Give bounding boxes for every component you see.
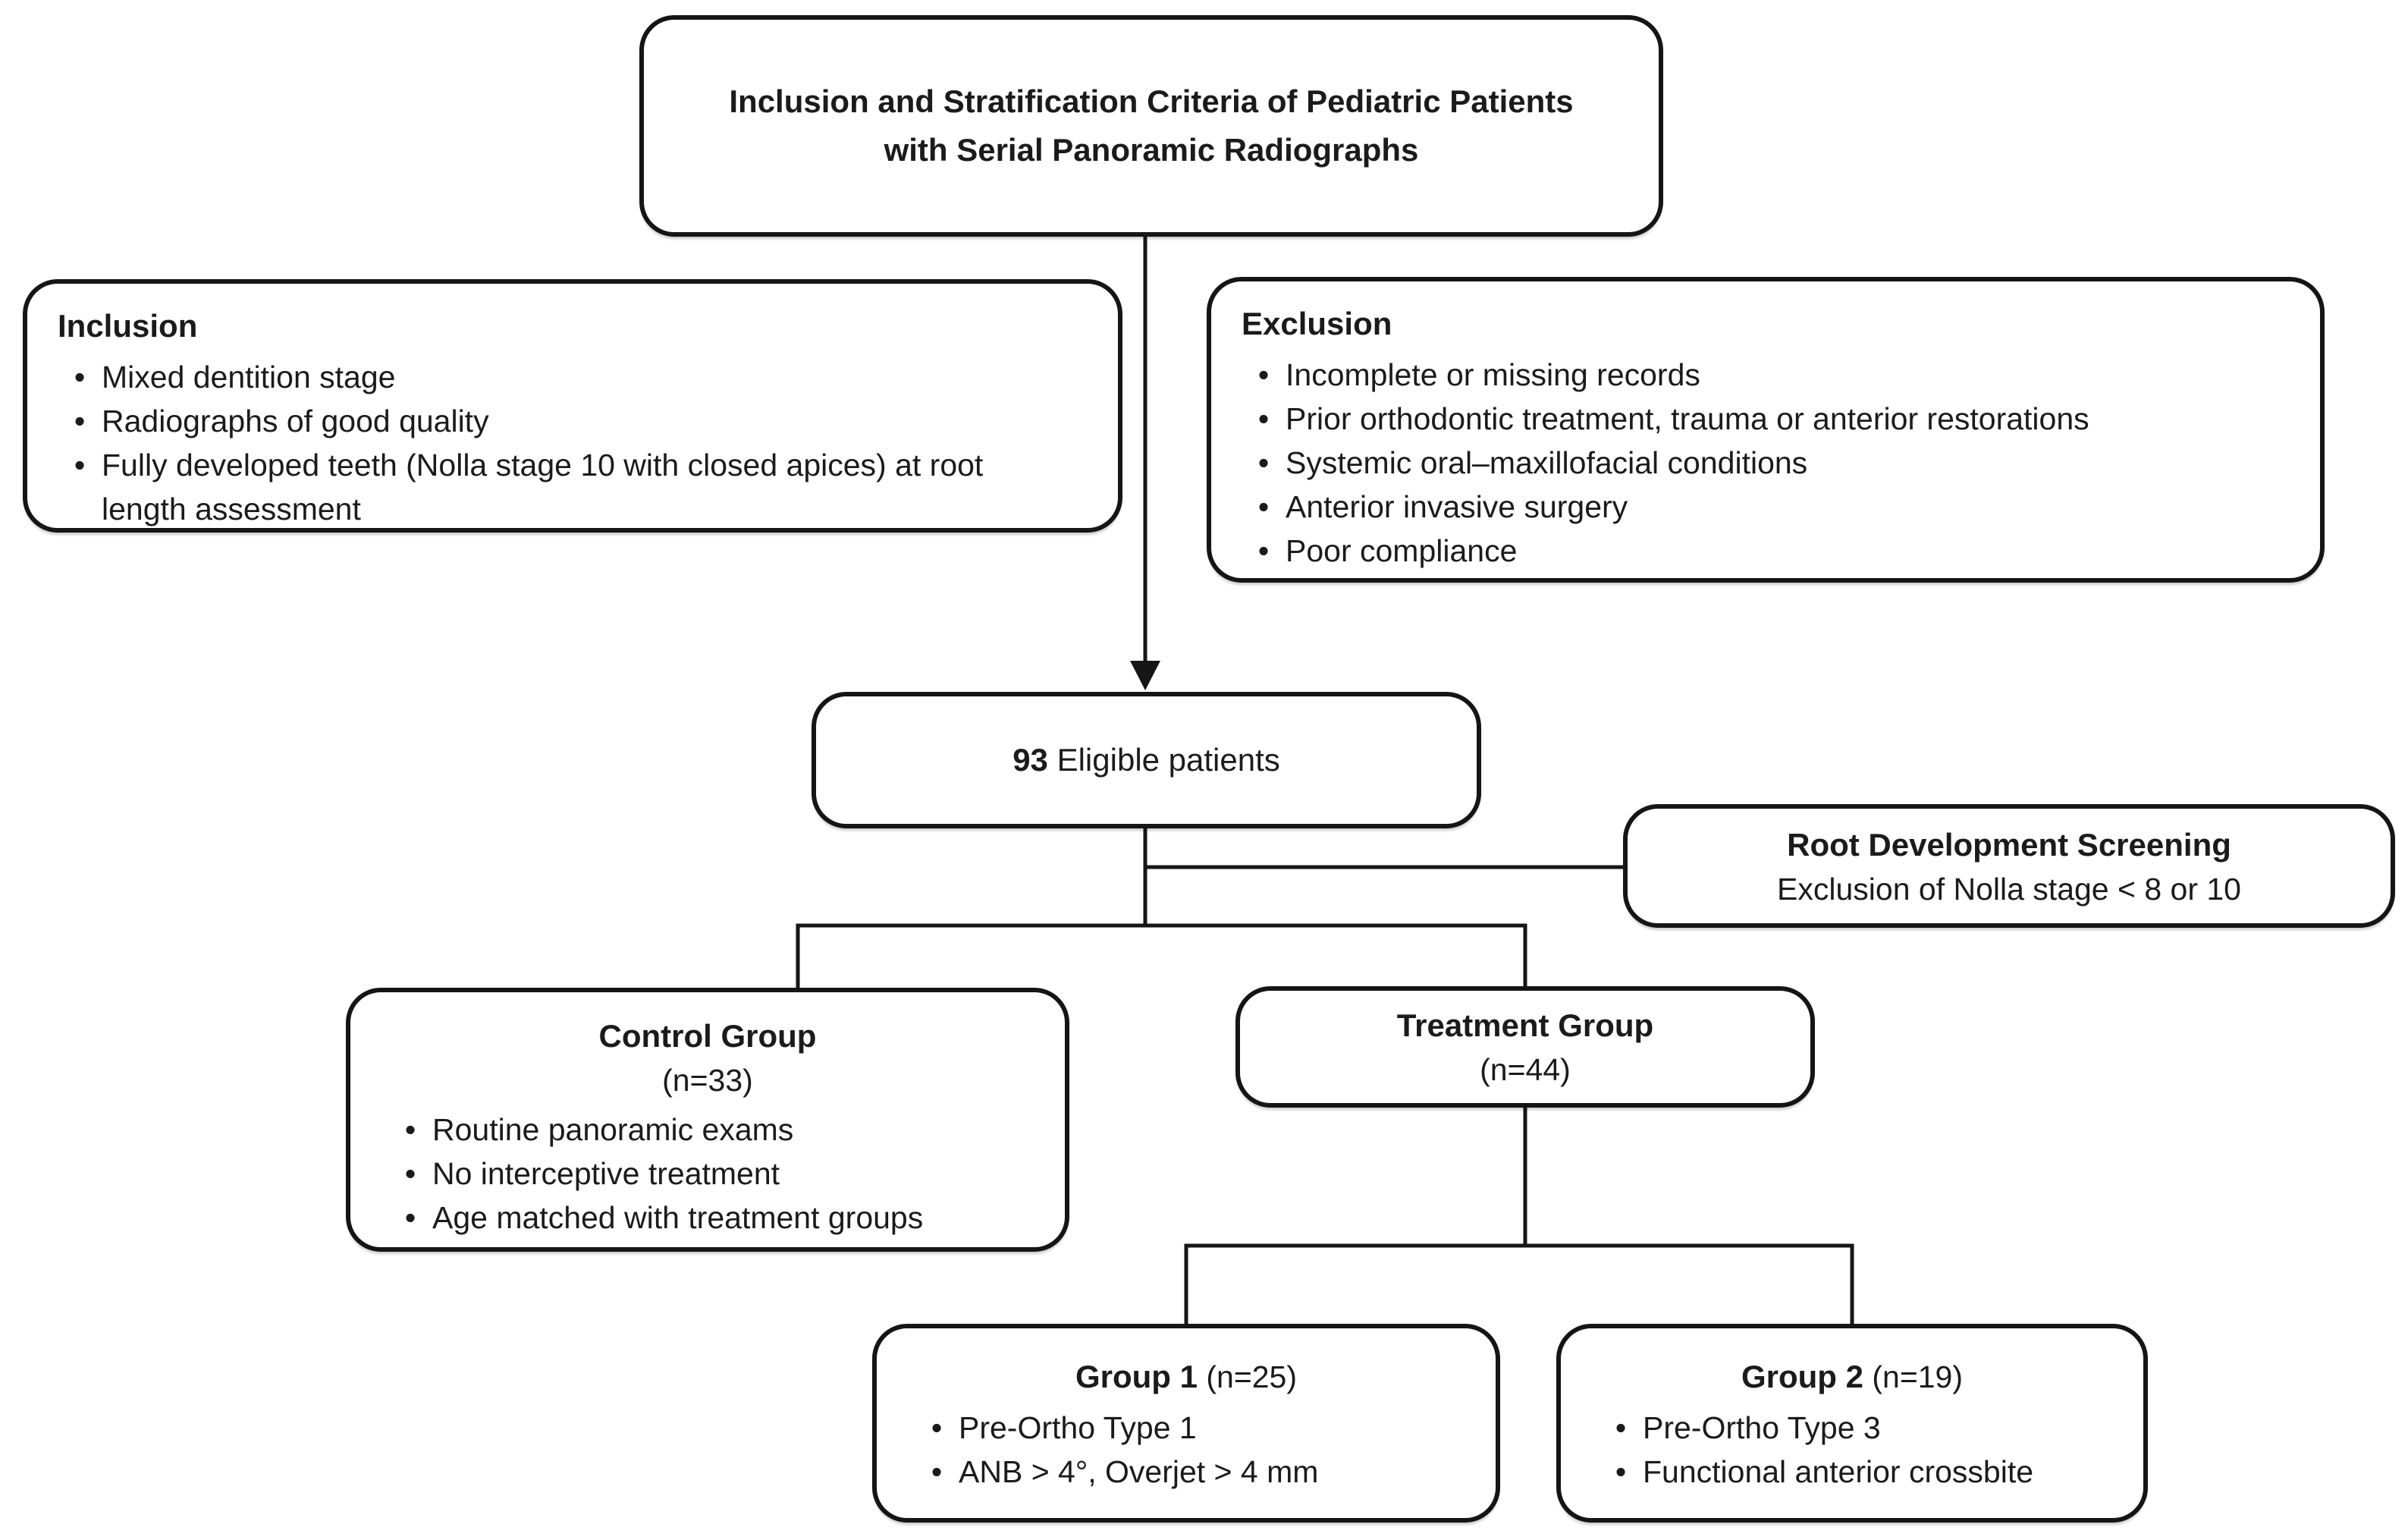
screening-box: Root Development Screening Exclusion of … <box>1623 804 2395 928</box>
bullet-text: Age matched with treatment groups <box>432 1200 924 1235</box>
bullet-text: Mixed dentition stage <box>102 360 396 394</box>
bullet-text: Pre-Ortho Type 3 <box>1643 1410 1881 1445</box>
title-line-2: with Serial Panoramic Radiographs <box>884 132 1419 168</box>
bullet-text: Poor compliance <box>1286 533 1518 568</box>
list-item: • Poor compliance <box>1242 529 2294 573</box>
bullet-text: Anterior invasive surgery <box>1286 489 1628 524</box>
eligible-count: 93 <box>1012 742 1048 778</box>
control-group-box: Control Group (n=33) • Routine panoramic… <box>346 988 1069 1252</box>
control-list: • Routine panoramic exams • No intercept… <box>350 1108 1065 1240</box>
list-item: • Pre-Ortho Type 1 <box>915 1406 1480 1450</box>
bullet-icon: • <box>74 448 86 482</box>
bullet-text: Prior orthodontic treatment, trauma or a… <box>1286 401 2089 436</box>
control-count: (n=33) <box>662 1063 753 1098</box>
bullet-icon: • <box>1257 357 1270 392</box>
bullet-icon: • <box>1257 533 1270 568</box>
title-line-1: Inclusion and Stratification Criteria of… <box>729 83 1574 119</box>
bullet-icon: • <box>1257 401 1270 436</box>
bullet-text: Pre-Ortho Type 1 <box>959 1410 1197 1445</box>
group1-heading: Group 1 <box>1075 1359 1198 1394</box>
bullet-text: Fully developed teeth (Nolla stage 10 wi… <box>102 448 984 526</box>
list-item: • Age matched with treatment groups <box>388 1196 1050 1240</box>
bullet-icon: • <box>931 1410 943 1445</box>
exclusion-list: • Incomplete or missing records • Prior … <box>1242 353 2294 573</box>
list-item: • Radiographs of good quality <box>58 399 1092 443</box>
group2-count: (n=19) <box>1863 1359 1964 1394</box>
list-item: • Prior orthodontic treatment, trauma or… <box>1242 397 2294 441</box>
exclusion-heading: Exclusion <box>1242 306 1392 341</box>
bullet-icon: • <box>1257 489 1270 524</box>
group2-box: Group 2 (n=19) • Pre-Ortho Type 3 • Func… <box>1556 1324 2148 1523</box>
list-item: • Mixed dentition stage <box>58 355 1092 399</box>
bullet-icon: • <box>1257 445 1270 480</box>
bullet-icon: • <box>1615 1454 1627 1489</box>
title-box: Inclusion and Stratification Criteria of… <box>639 15 1663 237</box>
bullet-icon: • <box>74 404 86 438</box>
group1-count: (n=25) <box>1197 1359 1298 1394</box>
bullet-icon: • <box>404 1200 416 1235</box>
list-item: • Pre-Ortho Type 3 <box>1599 1406 2128 1450</box>
screening-subtext: Exclusion of Nolla stage < 8 or 10 <box>1777 871 2241 907</box>
connector-split-group1-group2 <box>1184 1243 1854 1325</box>
group2-heading: Group 2 <box>1741 1359 1863 1394</box>
group1-list: • Pre-Ortho Type 1 • ANB > 4°, Overjet >… <box>877 1406 1496 1494</box>
group2-list: • Pre-Ortho Type 3 • Functional anterior… <box>1561 1406 2143 1494</box>
list-item: • No interceptive treatment <box>388 1152 1050 1196</box>
group1-heading-line: Group 1 (n=25) <box>877 1354 1496 1400</box>
bullet-icon: • <box>931 1454 943 1489</box>
bullet-text: Routine panoramic exams <box>432 1112 794 1147</box>
list-item: • Fully developed teeth (Nolla stage 10 … <box>58 443 1092 531</box>
treatment-heading: Treatment Group <box>1396 1007 1654 1043</box>
eligible-label: Eligible patients <box>1047 742 1280 778</box>
bullet-icon: • <box>404 1156 416 1191</box>
bullet-text: Systemic oral–maxillofacial conditions <box>1286 445 1808 480</box>
eligible-patients-text: 93 Eligible patients <box>1012 742 1280 778</box>
bullet-text: Incomplete or missing records <box>1286 357 1700 392</box>
treatment-count: (n=44) <box>1480 1052 1571 1087</box>
group2-heading-line: Group 2 (n=19) <box>1561 1354 2143 1400</box>
list-item: • Routine panoramic exams <box>388 1108 1050 1152</box>
bullet-icon: • <box>404 1112 416 1147</box>
inclusion-heading: Inclusion <box>58 308 198 344</box>
bullet-text: Radiographs of good quality <box>102 404 489 438</box>
list-item: • ANB > 4°, Overjet > 4 mm <box>915 1450 1480 1494</box>
bullet-text: ANB > 4°, Overjet > 4 mm <box>959 1454 1319 1489</box>
group1-box: Group 1 (n=25) • Pre-Ortho Type 1 • ANB … <box>872 1324 1500 1523</box>
eligible-patients-box: 93 Eligible patients <box>812 692 1481 828</box>
bullet-icon: • <box>74 360 86 394</box>
inclusion-list: • Mixed dentition stage • Radiographs of… <box>58 355 1092 531</box>
list-item: • Functional anterior crossbite <box>1599 1450 2128 1494</box>
bullet-text: Functional anterior crossbite <box>1643 1454 2034 1489</box>
bullet-text: No interceptive treatment <box>432 1156 780 1191</box>
list-item: • Anterior invasive surgery <box>1242 485 2294 529</box>
exclusion-box: Exclusion • Incomplete or missing record… <box>1207 277 2325 583</box>
list-item: • Systemic oral–maxillofacial conditions <box>1242 441 2294 485</box>
connector-split-control-treatment <box>796 923 1527 989</box>
list-item: • Incomplete or missing records <box>1242 353 2294 397</box>
bullet-icon: • <box>1615 1410 1627 1445</box>
treatment-group-box: Treatment Group (n=44) <box>1235 986 1815 1108</box>
control-heading: Control Group <box>598 1018 817 1054</box>
screening-heading: Root Development Screening <box>1787 826 2231 863</box>
arrowhead-down-icon <box>1130 661 1160 690</box>
inclusion-box: Inclusion • Mixed dentition stage • Radi… <box>23 279 1122 533</box>
